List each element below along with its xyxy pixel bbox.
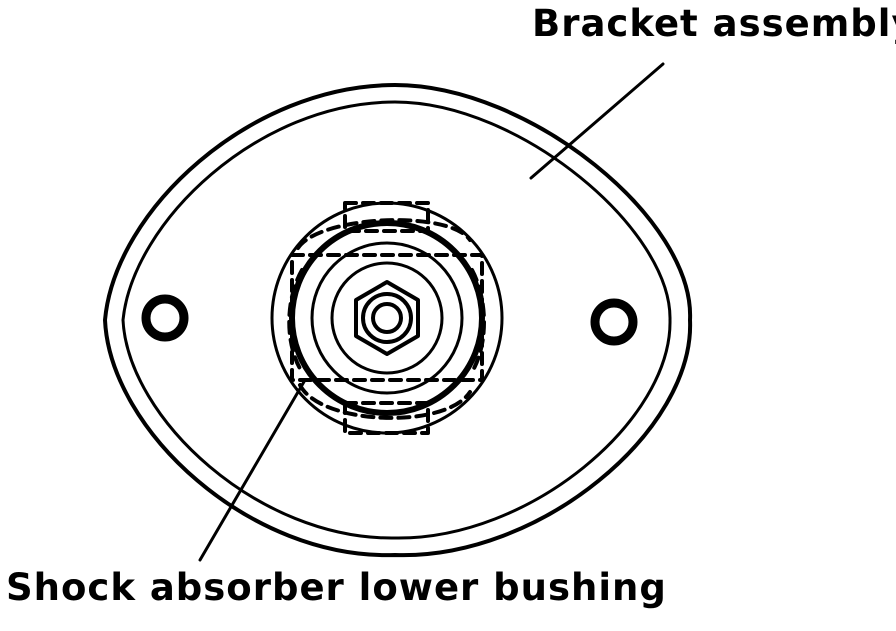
bushing-hidden-upper-arc	[296, 218, 472, 250]
bushing-hidden-right-arc	[470, 268, 486, 374]
bushing-hidden-center-frame	[290, 253, 484, 382]
center-ring-3	[310, 241, 464, 395]
left-mounting-hole	[141, 294, 189, 342]
bushing-hidden-top-tab	[343, 201, 430, 233]
bracket-plate-outer	[103, 83, 693, 558]
bushing-hidden-bottom-tab	[343, 401, 430, 435]
bracket-plate-inner	[121, 100, 672, 540]
right-mounting-hole	[590, 298, 638, 346]
center-ring-4	[330, 261, 444, 375]
bracket-assembly-label: Bracket assembly	[532, 2, 896, 45]
bracket-leader-line	[529, 62, 665, 180]
shock-absorber-lower-bushing-label: Shock absorber lower bushing	[6, 566, 667, 609]
center-ring-2	[289, 220, 485, 416]
hex-nut	[354, 280, 420, 356]
bushing-hidden-left-arc	[287, 268, 304, 374]
bushing-hidden-lower-arc	[298, 383, 472, 420]
nut-outer-circle	[361, 292, 413, 344]
nut-inner-circle	[371, 302, 403, 334]
bushing-leader-line	[198, 378, 307, 562]
